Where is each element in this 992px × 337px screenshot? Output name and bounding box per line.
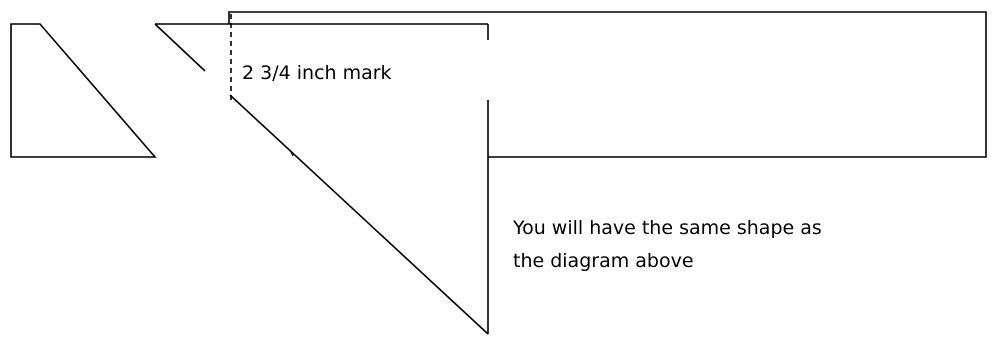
- measurement-mark-label: 2 3/4 inch mark: [242, 62, 392, 84]
- triangle-hypotenuse-lower: [229, 94, 489, 335]
- small-corner-triangle: [10, 23, 157, 158]
- fabric-strip-outline: [228, 11, 987, 158]
- fold-tick-mark: [289, 149, 294, 157]
- diagram-caption: You will have the same shape as the diag…: [513, 217, 822, 272]
- triangle-hypotenuse-upper: [154, 23, 206, 72]
